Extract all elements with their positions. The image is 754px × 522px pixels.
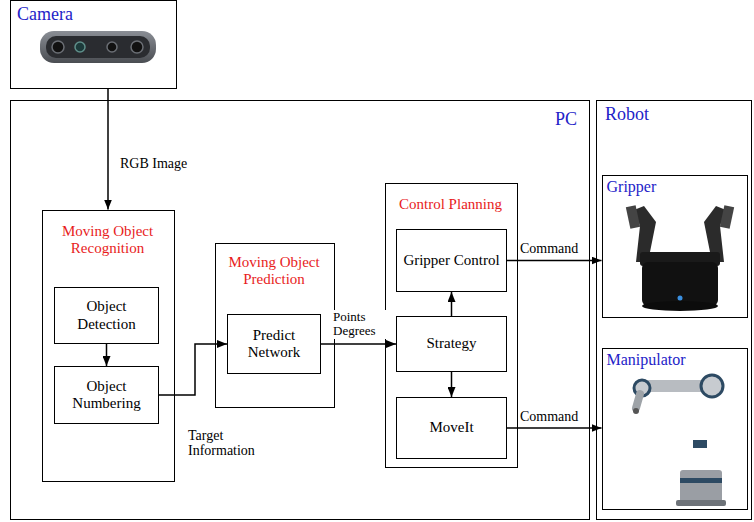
edge-label: RGB Image — [120, 156, 210, 171]
arrow-connector — [451, 292, 453, 316]
arrow-connector — [106, 344, 108, 366]
device-box: Manipulator — [602, 348, 748, 510]
process-box: MoveIt — [396, 397, 507, 459]
process-box: Object Numbering — [54, 366, 159, 424]
box-heading: Manipulator — [607, 351, 686, 369]
process-box: Strategy — [396, 316, 507, 372]
edge-label: Points Degrees — [333, 310, 391, 339]
arrow-connector — [507, 260, 602, 262]
arrow-connector — [451, 372, 453, 397]
box-heading: Moving Object Recognition — [49, 223, 167, 258]
box-heading: Gripper — [607, 178, 657, 196]
camera-illustration — [40, 31, 156, 63]
box-label: MoveIt — [429, 419, 473, 436]
process-box: Gripper Control — [396, 229, 507, 292]
module-box: Moving Object RecognitionObject Detectio… — [42, 210, 175, 482]
edge-label: Command — [520, 241, 588, 256]
box-heading: Moving Object Prediction — [222, 254, 327, 289]
process-box: Predict Network — [227, 314, 321, 374]
arrow-connector — [159, 344, 227, 395]
edge-label: Command — [520, 409, 588, 424]
gripper-illustration — [626, 205, 734, 311]
box-label: Predict Network — [232, 327, 316, 362]
robot-region: RobotGripperManipulator — [596, 100, 752, 520]
box-label: Gripper Control — [403, 252, 499, 269]
box-label: Object Numbering — [59, 378, 154, 413]
box-label: Strategy — [427, 335, 477, 352]
box-heading: Control Planning — [392, 196, 510, 213]
process-box: Object Detection — [54, 287, 159, 344]
edge-label: Target Information — [188, 428, 268, 459]
arrow-connector — [507, 427, 602, 429]
manipulator-illustration — [633, 375, 726, 506]
pc-region: PC Moving Object RecognitionObject Detect… — [10, 100, 590, 520]
box-heading: PC — [555, 109, 577, 130]
module-box: Moving Object PredictionPredict Network — [215, 243, 335, 408]
device-box: Camera — [10, 0, 177, 89]
box-heading: Robot — [605, 104, 649, 125]
device-box: Gripper — [602, 175, 748, 318]
box-label: Object Detection — [59, 298, 154, 333]
box-heading: Camera — [17, 4, 73, 25]
arrow-connector — [107, 89, 109, 210]
module-box: Control PlanningGripper ControlStrategyM… — [385, 183, 518, 468]
